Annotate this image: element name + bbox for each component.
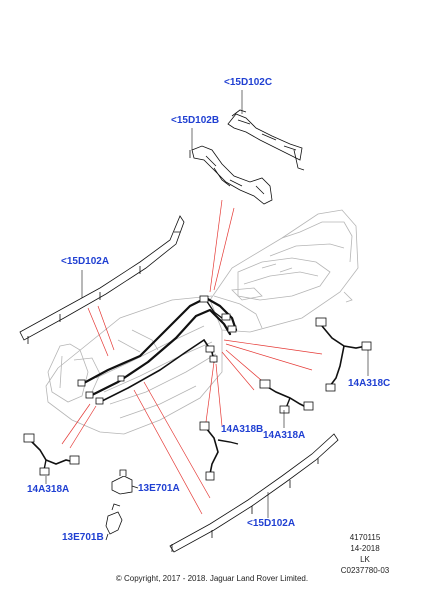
harness-14a318b (199, 421, 239, 481)
label-15d102b[interactable]: <15D102B (171, 115, 220, 126)
ref-code: C0237780-03 (340, 566, 390, 575)
sensor-13e701a (111, 469, 139, 495)
copyright-notice: © Copyright, 2017 - 2018. Jaguar Land Ro… (115, 574, 309, 583)
bracket-15d102b (189, 145, 273, 205)
leader-lines (61, 199, 323, 515)
center-console (45, 209, 359, 435)
label-14a318b[interactable]: 14A318B (221, 424, 264, 435)
ref-number: 4170115 (349, 533, 381, 542)
sensor-13e701b (105, 503, 123, 541)
bracket-15d102c (227, 109, 305, 171)
ref-date: 14-2018 (350, 544, 380, 553)
label-13e701b[interactable]: 13E701B (62, 532, 104, 543)
label-13e701a[interactable]: 13E701A (138, 483, 180, 494)
harness-14a318a-right (259, 379, 314, 414)
bracket-15d102a-left (19, 215, 185, 344)
harness-14a318c (315, 317, 372, 392)
label-15d102c[interactable]: <15D102C (224, 77, 273, 88)
ref-model: LK (360, 555, 370, 564)
harness-connectors (77, 295, 237, 405)
label-14a318a-left[interactable]: 14A318A (27, 484, 70, 495)
bracket-15d102a-right (169, 433, 339, 553)
label-15d102a-left[interactable]: <15D102A (61, 256, 110, 267)
harness-14a318a-left (23, 433, 80, 476)
label-14a318a-right[interactable]: 14A318A (263, 430, 306, 441)
label-14a318c[interactable]: 14A318C (348, 378, 391, 389)
label-15d102a-right[interactable]: <15D102A (247, 518, 296, 529)
